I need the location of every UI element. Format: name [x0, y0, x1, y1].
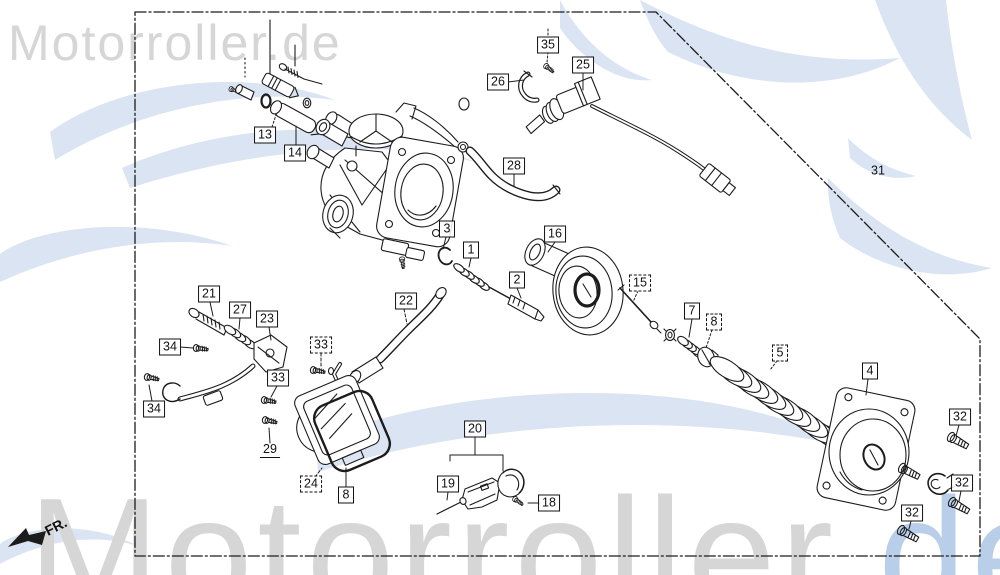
cable-connector — [699, 163, 736, 197]
diagram-border — [134, 11, 981, 557]
watermark-bottom-gray: Motorroller — [28, 466, 830, 575]
slide-pin — [269, 100, 324, 136]
choke-assembly — [436, 468, 525, 515]
watermark-top: Motorroller.de — [8, 15, 342, 71]
cable-clip — [927, 472, 949, 495]
vacuum-slide-diaphragm-16 — [524, 238, 624, 336]
needle-jet-2 — [488, 286, 545, 322]
auto-choke-sensor — [518, 62, 736, 197]
throttle-lever-assembly — [143, 307, 288, 406]
vent-hose-28 — [465, 146, 561, 202]
float-chamber-24 — [294, 374, 392, 473]
float-chamber-gasket-8 — [312, 389, 392, 473]
snap-ring-3 — [437, 246, 453, 266]
fr-arrow — [8, 528, 46, 547]
drain-hose-22 — [327, 287, 447, 389]
spring-1 — [453, 263, 490, 291]
jet-needle-15 — [617, 284, 677, 342]
carburetor-body — [306, 97, 470, 270]
diaphragm-cover-4 — [816, 387, 916, 511]
